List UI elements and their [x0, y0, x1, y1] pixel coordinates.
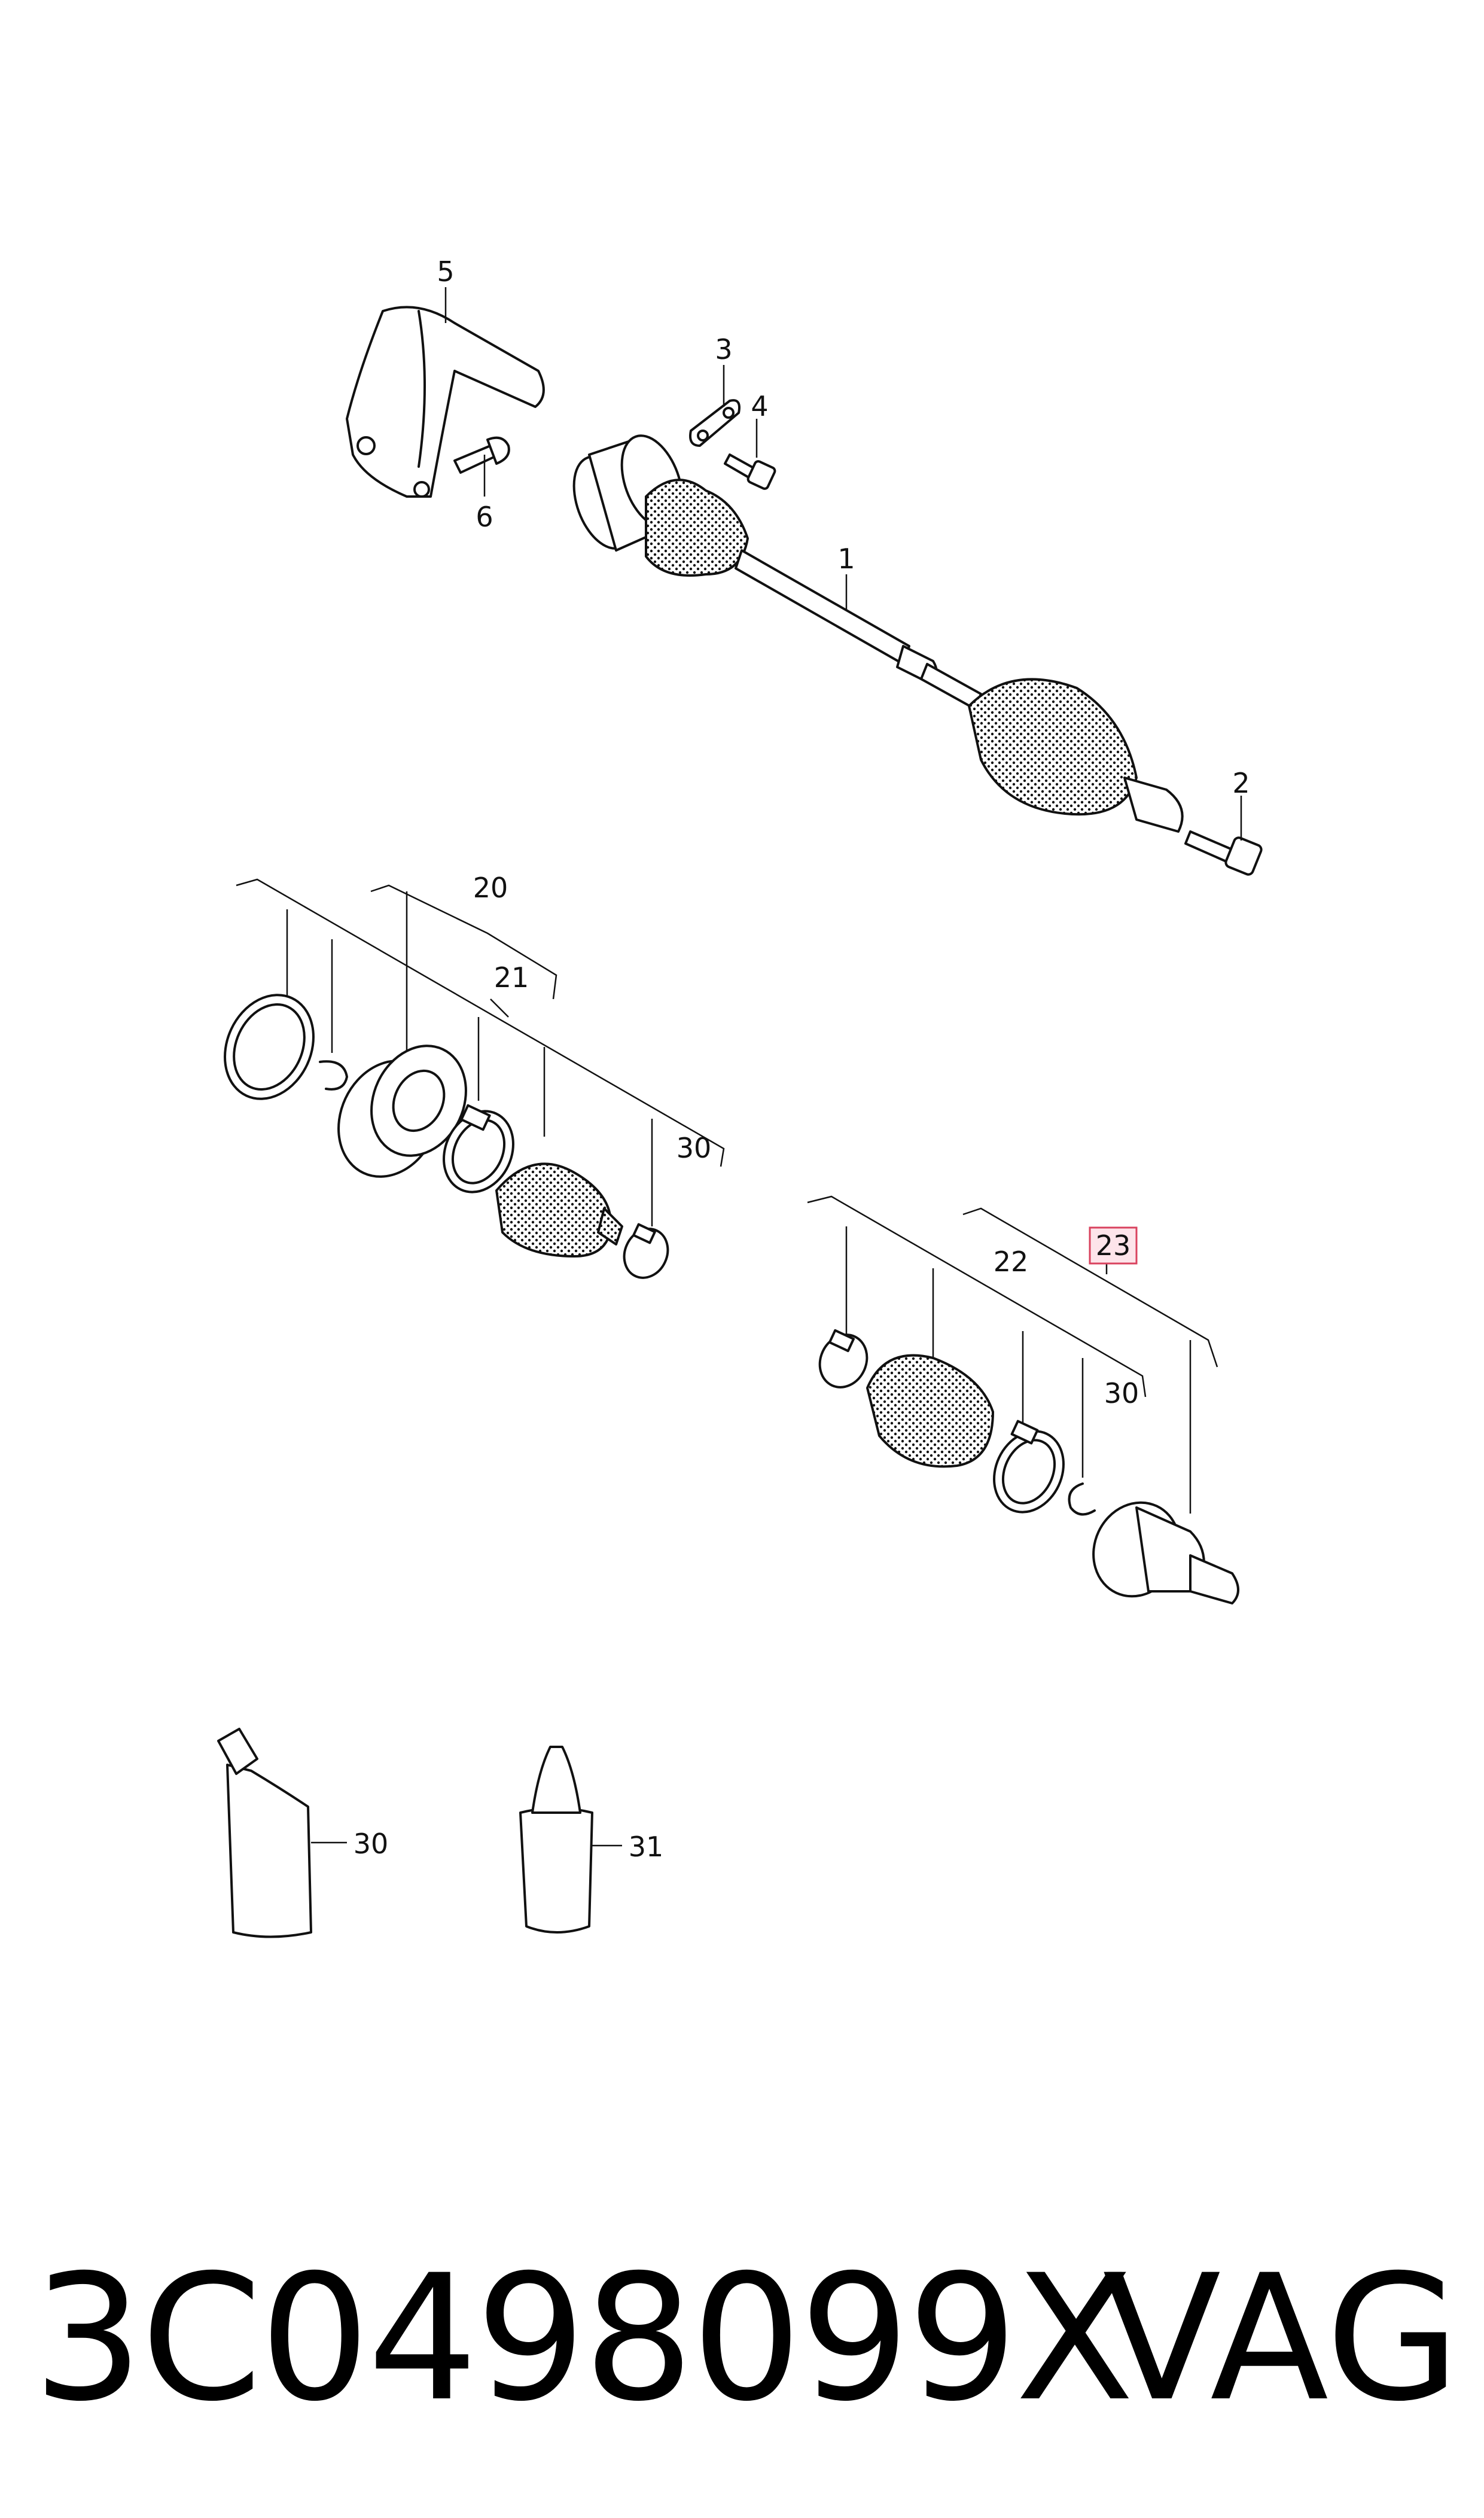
bolt-6-part: [453, 436, 510, 474]
bracket-lines-right: [807, 1195, 1218, 1514]
callout-30-left-kit: 30: [677, 1132, 712, 1164]
callout-3: 3: [715, 333, 732, 366]
callout-21: 21: [494, 961, 529, 994]
callout-6: 6: [476, 501, 493, 533]
callout-31: 31: [629, 1831, 664, 1863]
footer: 3C0498099X VAG: [0, 2213, 1484, 2465]
callout-4: 4: [751, 390, 768, 422]
callout-5: 5: [437, 255, 454, 288]
lock-plate-part: [689, 399, 741, 447]
grease-tube-part: [217, 1728, 347, 1938]
bolt-4-part: [724, 453, 776, 490]
callout-20: 20: [473, 872, 508, 904]
callout-1: 1: [837, 543, 855, 575]
exploded-parts-diagram: 5 6 3 4 1 2 20 21 30 22 23 30 30 31: [217, 255, 1263, 1938]
brand-label: VAG: [1102, 2238, 1460, 2440]
leader-lines-top: [444, 287, 1242, 841]
sealant-bottle-part: [519, 1746, 622, 1934]
drive-shaft-part: [572, 434, 1184, 833]
bolt-2-part: [1184, 830, 1263, 876]
callout-30-grease: 30: [354, 1828, 389, 1860]
callout-2: 2: [1232, 767, 1250, 799]
callout-30-right-kit: 30: [1104, 1377, 1139, 1409]
callout-22: 22: [994, 1246, 1029, 1278]
right-kit-parts: [818, 1329, 1239, 1604]
callout-23: 23: [1096, 1229, 1131, 1262]
bracket-lines-left: [236, 878, 725, 1226]
callout-23-highlight: [1089, 1226, 1138, 1265]
left-kit-parts: [224, 994, 669, 1279]
part-number-label: 3C0498099X: [33, 2238, 1134, 2440]
heat-shield-part: [346, 306, 545, 498]
